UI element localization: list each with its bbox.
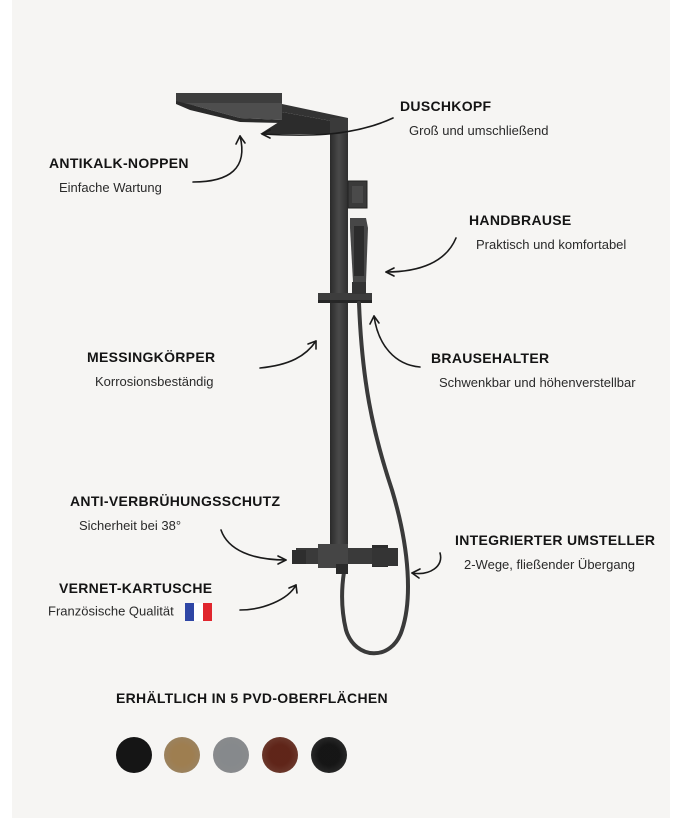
feature-subtitle: Einfache Wartung [59, 180, 162, 195]
feature-brausehalter: BRAUSEHALTER Schwenkbar und höhenverstel… [431, 350, 636, 390]
feature-antikalk: ANTIKALK-NOPPEN Einfache Wartung [49, 155, 189, 195]
thermostat-mixer [292, 544, 398, 574]
finishes-title: ERHÄLTLICH IN 5 PVD-OBERFLÄCHEN [116, 690, 388, 706]
feature-kartusche: VERNET-KARTUSCHE Französische Qualität [48, 580, 213, 621]
feature-subtitle: Sicherheit bei 38° [79, 518, 182, 533]
shower-holder [318, 282, 372, 303]
feature-subtitle-row: Französische Qualität [48, 603, 213, 621]
feature-anti-verbruehung: ANTI-VERBRÜHUNGSSCHUTZ Sicherheit bei 38… [70, 493, 280, 533]
hand-shower [350, 218, 368, 282]
finish-swatch-brushed-copper[interactable] [262, 737, 298, 773]
feature-title: BRAUSEHALTER [431, 350, 550, 366]
finish-swatch-matte-black[interactable] [116, 737, 152, 773]
callout-arrows [192, 117, 457, 611]
feature-handbrause: HANDBRAUSE Praktisch und komfortabel [469, 212, 626, 252]
feature-umsteller: INTEGRIERTER UMSTELLER 2-Wege, fließende… [455, 532, 655, 572]
feature-messingkoerper: MESSINGKÖRPER Korrosionsbeständig [87, 349, 215, 389]
feature-subtitle: Groß und umschließend [409, 123, 549, 138]
feature-title: ANTIKALK-NOPPEN [49, 155, 189, 171]
shower-hose [340, 301, 410, 656]
france-flag-icon [185, 603, 213, 621]
feature-subtitle: Französische Qualität [48, 603, 174, 619]
feature-subtitle: Korrosionsbeständig [95, 374, 214, 389]
feature-title: ANTI-VERBRÜHUNGSSCHUTZ [70, 493, 281, 509]
feature-title: HANDBRAUSE [469, 212, 572, 228]
finish-swatch-brushed-chrome[interactable] [213, 737, 249, 773]
feature-subtitle: Praktisch und komfortabel [476, 237, 627, 252]
feature-subtitle: Schwenkbar und höhenverstellbar [439, 375, 636, 390]
feature-title: MESSINGKÖRPER [87, 349, 216, 365]
finish-swatch-brushed-gold[interactable] [164, 737, 200, 773]
feature-title: VERNET-KARTUSCHE [59, 580, 213, 596]
feature-title: INTEGRIERTER UMSTELLER [455, 532, 656, 548]
rain-shower-head [176, 93, 282, 123]
feature-title: DUSCHKOPF [400, 98, 492, 114]
finish-swatch-gunmetal[interactable] [311, 737, 347, 773]
feature-subtitle: 2-Wege, fließender Übergang [464, 557, 636, 572]
riser-column [330, 126, 348, 546]
feature-duschkopf: DUSCHKOPF Groß und umschließend [400, 98, 548, 138]
